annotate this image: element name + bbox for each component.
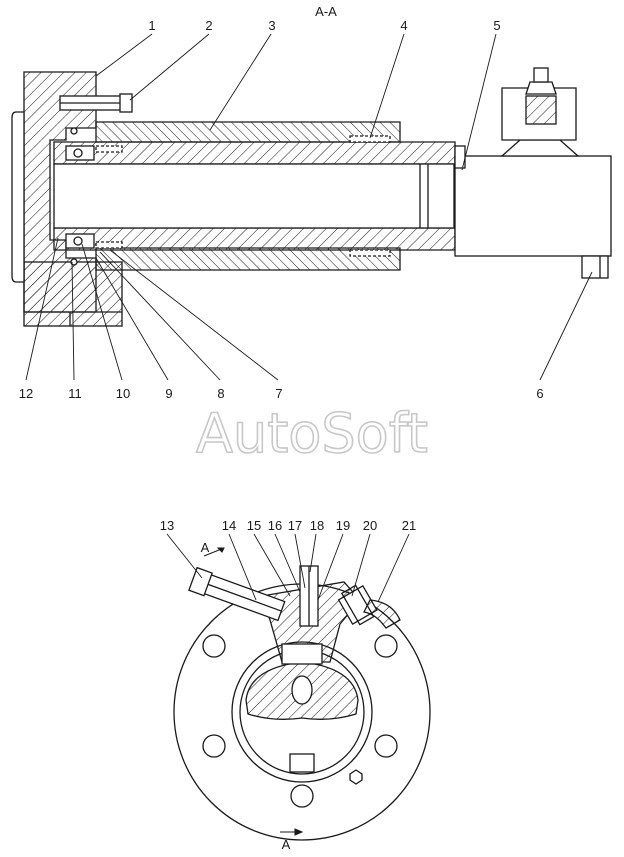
callout-20: 20	[363, 518, 377, 533]
bolt-hole	[374, 634, 398, 658]
section-view	[11, 67, 612, 327]
top-fitting	[500, 139, 580, 157]
callout-16: 16	[268, 518, 282, 533]
watermark: AutoSoft	[196, 402, 428, 465]
callout-1: 1	[148, 18, 155, 33]
right-fitting	[337, 584, 378, 626]
bore	[53, 163, 455, 229]
callout-10: 10	[116, 386, 130, 401]
callout-5: 5	[493, 18, 500, 33]
callout-21: 21	[402, 518, 416, 533]
rod-head	[454, 155, 612, 257]
top-callouts: 1 2 3 4 5 6 7 8 9 10 11 12	[19, 18, 544, 401]
packing-top	[349, 135, 391, 143]
callout-14: 14	[222, 518, 236, 533]
bottom-stub	[581, 255, 609, 279]
section-marker-top	[203, 547, 225, 557]
bolt-hole	[374, 734, 398, 758]
callout-4: 4	[400, 18, 407, 33]
callout-7: 7	[275, 386, 282, 401]
callout-3: 3	[268, 18, 275, 33]
callout-13: 13	[160, 518, 174, 533]
bolt-hole	[202, 634, 226, 658]
section-arrow-label: A	[201, 540, 210, 555]
callout-9: 9	[165, 386, 172, 401]
callout-12: 12	[19, 386, 33, 401]
bolt-hole	[290, 784, 314, 808]
section-marker-bottom	[280, 828, 304, 836]
flange-view	[173, 565, 431, 841]
bolt-hole	[202, 734, 226, 758]
bottom-leaders	[166, 533, 410, 603]
callout-18: 18	[310, 518, 324, 533]
section-arrow-label-bottom: A	[282, 837, 291, 852]
callout-6: 6	[536, 386, 543, 401]
callout-2: 2	[205, 18, 212, 33]
end-cover	[11, 111, 25, 283]
section-title: A-A	[315, 4, 337, 19]
inner-tube-top	[53, 141, 456, 165]
top-leaders	[25, 33, 593, 381]
packing-bottom	[349, 249, 391, 257]
callout-8: 8	[217, 386, 224, 401]
callout-11: 11	[68, 386, 82, 401]
callout-17: 17	[288, 518, 302, 533]
bottom-callouts: 13 14 15 16 17 18 19 20 21	[160, 518, 416, 533]
callout-19: 19	[336, 518, 350, 533]
callout-15: 15	[247, 518, 261, 533]
